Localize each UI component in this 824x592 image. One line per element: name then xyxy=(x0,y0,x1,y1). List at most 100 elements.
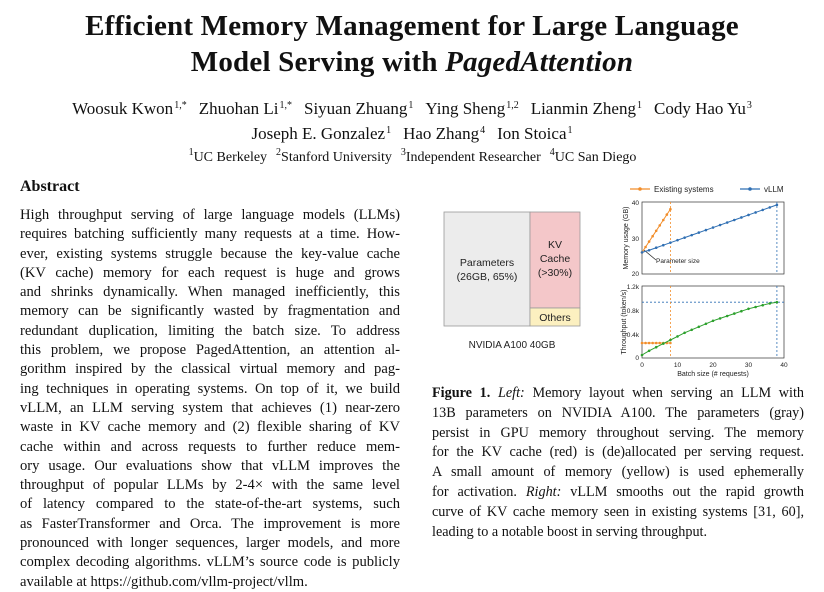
gpu-label: NVIDIA A100 40GB xyxy=(469,340,556,351)
memory-series-1-point xyxy=(704,228,708,232)
kv-cache-block xyxy=(529,211,581,309)
bottom-xlabel: Batch size (# requests) xyxy=(677,371,749,378)
abstract-body: High throughput serving of large languag… xyxy=(20,206,400,592)
memory-series-1-point xyxy=(654,246,658,250)
memory-series-0-point xyxy=(669,207,672,211)
memory-usage-chart: Memory usage (GB) 40 30 20 Parameter siz… xyxy=(623,200,785,278)
throughput-series-0-point xyxy=(644,341,647,345)
author: Hao Zhang4 xyxy=(403,124,486,143)
title-line-1: Efficient Memory Management for Large La… xyxy=(85,10,739,42)
author: Woosuk Kwon1,* xyxy=(72,99,187,118)
params-label-1: Parameters xyxy=(460,257,514,269)
abstract-line: ory usage. Our evaluations show that vLL… xyxy=(20,457,400,474)
author: Ying Sheng1,2 xyxy=(425,99,519,118)
throughput-series-0-point xyxy=(640,341,644,345)
abstract-line: vLLM, an LLM serving system that achieve… xyxy=(20,399,400,416)
authors-row-1: Woosuk Kwon1,* Zhuohan Li1,* Siyuan Zhuang… xyxy=(0,95,824,120)
abstract-line: ing techniques in operating systems. On … xyxy=(20,380,400,397)
memory-series-0-point xyxy=(647,240,651,243)
memory-series-1-point xyxy=(725,221,729,224)
kv-label-2: Cache xyxy=(540,253,571,265)
throughput-series-0-point xyxy=(647,341,651,345)
figure-caption: Figure 1. Left: Memory layout when servi… xyxy=(432,384,804,542)
throughput-series-1-point xyxy=(747,307,750,311)
abstract-line: available at https://github.com/vllm-pro… xyxy=(20,573,308,590)
legend-vllm-marker xyxy=(748,187,752,191)
abstract-line: waste in KV cache memory and (2) flexibl… xyxy=(20,419,400,436)
title-line-2: Model Serving with PagedAttention xyxy=(190,46,634,78)
throughput-series-1-point xyxy=(761,303,764,307)
throughput-series-1-point xyxy=(654,345,658,349)
others-block xyxy=(529,307,581,327)
author: Cody Hao Yu3 xyxy=(653,99,752,118)
abstract-line: and shrinks dynamically. When managed in… xyxy=(20,284,400,301)
caption-line-6: for activation. Right: vLLM smooths out … xyxy=(432,483,804,500)
abstract-line: redundant duplication, limiting the batc… xyxy=(20,322,400,339)
memory-series-0-point xyxy=(651,234,654,238)
others-label: Others xyxy=(539,312,571,324)
xtick-0: 0 xyxy=(640,362,644,369)
memory-series-1-point xyxy=(640,251,644,254)
memory-series-0-point xyxy=(658,224,662,227)
kv-label-3: (>30%) xyxy=(538,267,572,279)
bottom-ylabel: Throughput (token/s) xyxy=(621,290,628,355)
params-block xyxy=(443,211,531,327)
abstract-line: requires batching sufficiently many requ… xyxy=(20,226,400,243)
throughput-chart: Throughput (token/s) 1.2k 0.8k 0.4k 0 0 … xyxy=(621,284,788,378)
throughput-series-1-point xyxy=(683,331,686,335)
throughput-series-1-point xyxy=(768,302,772,305)
figure-1: Parameters (26GB, 65%) KV Cache (>30%) O… xyxy=(430,168,824,378)
abstract-line: pronounced with longer sequences, larger… xyxy=(20,535,400,552)
memory-series-0-point xyxy=(644,245,647,249)
xtick-10: 10 xyxy=(674,362,682,369)
throughput-series-1-point xyxy=(733,312,736,315)
throughput-series-0-point xyxy=(658,341,662,345)
memory-series-1-point xyxy=(718,223,722,227)
abstract-line: as FasterTransformer and Orca. The impro… xyxy=(20,515,400,532)
throughput-series-1-point xyxy=(697,325,701,329)
throughput-series-0-point xyxy=(669,341,672,345)
author: Zhuohan Li1,* xyxy=(198,99,292,118)
memory-series-1-point xyxy=(690,233,693,237)
throughput-series-1-point xyxy=(669,338,672,342)
affiliation: 2Stanford University xyxy=(276,147,392,165)
memory-series-1-point xyxy=(669,241,672,244)
throughput-series-1-point xyxy=(711,319,715,323)
throughput-series-1-point xyxy=(662,342,665,345)
top-ytick-30: 30 xyxy=(632,236,640,243)
memory-layout-diagram: Parameters (26GB, 65%) KV Cache (>30%) O… xyxy=(443,211,581,351)
abstract-line: ever, existing systems struggle because … xyxy=(20,245,400,262)
memory-series-0-point xyxy=(665,213,669,216)
throughput-series-1-point xyxy=(775,300,779,304)
abstract-line: this problem, we propose PagedAttention,… xyxy=(20,342,400,359)
bottom-ytick-1.2k: 1.2k xyxy=(627,284,640,291)
params-label-2: (26GB, 65%) xyxy=(457,271,518,283)
abstract-line: of latency compared to the state-of-the-… xyxy=(20,496,400,513)
memory-series-0-point xyxy=(662,218,665,222)
author: Siyuan Zhuang1 xyxy=(303,99,414,118)
caption-line-3: persist in GPU memory throughout serving… xyxy=(432,424,804,441)
kv-label-1: KV xyxy=(548,239,562,251)
caption-line-8: leading to a notable boost in serving th… xyxy=(432,523,708,540)
legend-existing-label: Existing systems xyxy=(654,185,714,194)
abstract-line: High throughput serving of large languag… xyxy=(20,207,400,223)
throughput-series-1-point xyxy=(754,305,757,309)
top-plot-frame xyxy=(641,201,785,275)
throughput-series-1-point xyxy=(676,335,679,338)
legend-existing-marker xyxy=(638,187,642,191)
throughput-series-1-point xyxy=(718,317,722,320)
chart-legend: Existing systems vLLM xyxy=(630,185,784,194)
parameter-size-annotation: Parameter size xyxy=(656,258,700,265)
author: Lianmin Zheng1 xyxy=(530,99,642,118)
xtick-20: 20 xyxy=(709,362,717,369)
throughput-series-1-point xyxy=(740,309,743,313)
caption-line-4: for the KV cache (red) is (de)allocated … xyxy=(432,444,804,461)
memory-series-1-point xyxy=(711,226,715,229)
bottom-ytick-0.4k: 0.4k xyxy=(627,332,640,339)
memory-series-1-point xyxy=(775,203,779,207)
top-ylabel: Memory usage (GB) xyxy=(623,206,630,269)
throughput-series-line-1 xyxy=(641,301,777,356)
abstract-line: memory can be significantly wasted by fr… xyxy=(20,303,400,320)
affiliation: 1UC Berkeley xyxy=(188,147,268,165)
